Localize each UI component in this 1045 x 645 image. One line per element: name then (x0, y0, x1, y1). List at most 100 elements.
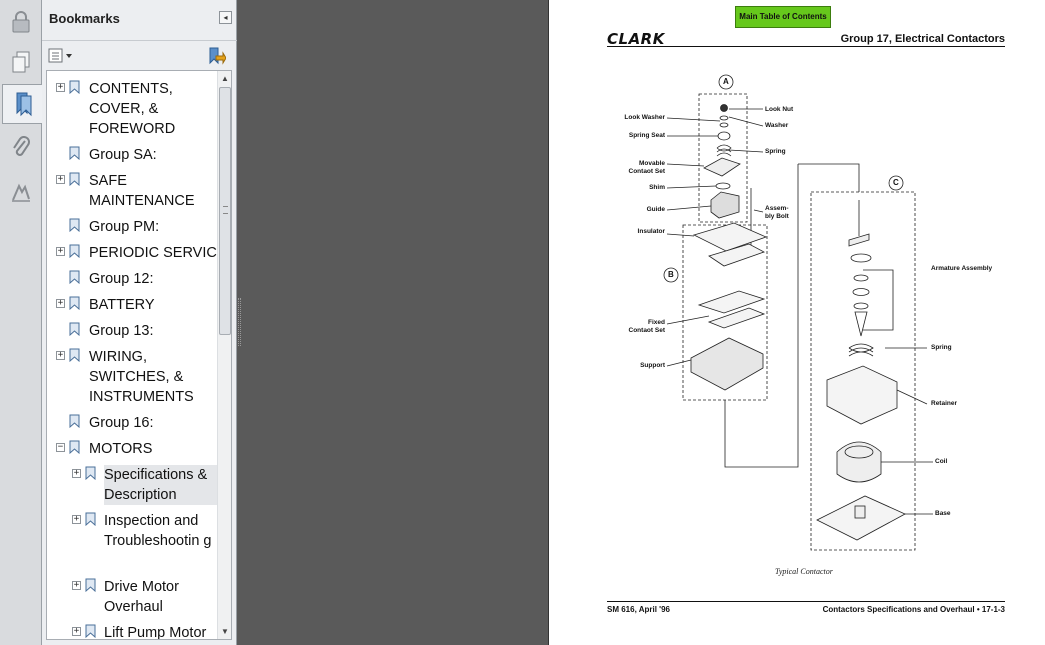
brand-logo: CLARK (607, 30, 665, 48)
bookmarks-icon[interactable] (2, 84, 43, 124)
bookmark-label: Group 13: (89, 323, 154, 339)
group-c-box (810, 191, 916, 551)
bookmark-icon (85, 578, 96, 592)
attachments-icon[interactable] (2, 128, 40, 168)
bookmark-item[interactable]: + Lift Pump Motor (47, 621, 217, 640)
bookmark-item[interactable]: + PERIODIC SERVICE (47, 241, 227, 261)
bookmark-item[interactable]: Group 16: (47, 411, 217, 431)
contactor-diagram (663, 74, 933, 551)
label-retainer: Retainer (931, 400, 958, 407)
bookmark-item[interactable]: Group PM: (47, 215, 217, 235)
panel-title: Bookmarks (49, 11, 120, 26)
callout-c: C (893, 178, 899, 187)
panel-splitter[interactable] (237, 0, 243, 645)
bookmark-item[interactable]: + CONTENTS, COVER, & FOREWORD (47, 77, 217, 137)
bookmark-icon (69, 414, 80, 428)
bookmark-icon (69, 270, 80, 284)
label-base: Base (935, 510, 951, 517)
document-page: Main Table of Contents CLARK Group 17, E… (548, 0, 1045, 645)
scroll-down-icon[interactable]: ▼ (221, 627, 229, 636)
bookmark-label: Group SA: (89, 147, 157, 163)
navigation-rail (0, 0, 43, 645)
callout-b: B (668, 270, 674, 279)
bookmarks-panel: Bookmarks ◂ + CONTENTS, COVER, & FOREWOR… (42, 0, 237, 645)
bookmark-item[interactable]: + SAFE MAINTENANCE (47, 169, 217, 209)
label-guide: Guide (646, 206, 665, 213)
expand-toggle[interactable]: + (72, 468, 81, 478)
expand-toggle[interactable]: + (56, 246, 65, 256)
bookmark-item[interactable]: + WIRING, SWITCHES, & INSTRUMENTS (47, 345, 217, 405)
expand-toggle[interactable]: + (56, 82, 65, 92)
footer-rule (607, 601, 1005, 602)
bookmark-icon (69, 440, 80, 454)
expand-toggle[interactable]: + (56, 174, 65, 184)
label-look-washer: Look Washer (624, 114, 665, 121)
label-assembly-bolt: Assem-bly Bolt (765, 205, 789, 220)
label-coil: Coil (935, 458, 948, 465)
bookmark-icon (69, 244, 80, 258)
bookmark-icon (69, 172, 80, 186)
bookmark-label: SAFE MAINTENANCE (89, 173, 195, 209)
bookmark-item[interactable]: Group SA: (47, 143, 217, 163)
label-spring-a: Spring (765, 148, 786, 155)
bookmark-label: Lift Pump Motor (104, 625, 207, 640)
bookmark-icon (69, 296, 80, 310)
vertical-scrollbar[interactable]: ▲ ▼ (217, 71, 231, 639)
expand-toggle[interactable]: + (72, 626, 81, 636)
scrollbar-thumb[interactable] (219, 87, 231, 335)
bookmark-label: Inspection and Troubleshootin g (104, 513, 212, 549)
group-a-box (698, 93, 748, 223)
expand-toggle[interactable]: + (72, 580, 81, 590)
bookmark-item-selected[interactable]: + Specifications & Description (47, 463, 217, 505)
collapse-panel-button[interactable]: ◂ (219, 11, 232, 24)
expand-toggle[interactable]: + (56, 298, 65, 308)
label-spring-c: Spring (931, 344, 952, 351)
footer-left: SM 616, April '96 (607, 605, 670, 614)
panel-toolbar (42, 40, 237, 70)
label-shim: Shim (649, 184, 665, 191)
bookmark-icon (69, 146, 80, 160)
bookmark-label: Group PM: (89, 219, 160, 235)
bookmark-item[interactable]: + Inspection and Troubleshootin g (47, 509, 217, 569)
bookmark-tree: + CONTENTS, COVER, & FOREWORD Group SA: … (46, 70, 232, 640)
bookmark-icon (85, 466, 96, 480)
bookmark-item[interactable]: Group 13: (47, 319, 217, 339)
bookmark-label: Group 12: (89, 271, 154, 287)
lock-icon[interactable] (2, 2, 40, 42)
callout-a: A (723, 77, 729, 86)
footer-right: Contactors Specifications and Overhaul •… (822, 605, 1005, 614)
bookmark-item[interactable]: − MOTORS (47, 437, 217, 457)
header-rule (607, 46, 1005, 47)
grip-icon (238, 298, 241, 346)
expand-toggle[interactable]: + (72, 514, 81, 524)
bookmark-item[interactable]: + Drive Motor Overhaul (47, 575, 217, 615)
page-heading: Group 17, Electrical Contactors (840, 33, 1005, 45)
label-insulator: Insulator (637, 228, 665, 235)
expand-current-bookmark-icon[interactable] (206, 46, 227, 66)
bookmark-label: Drive Motor Overhaul (104, 579, 179, 615)
signatures-icon[interactable] (2, 172, 40, 212)
label-washer: Washer (765, 122, 789, 129)
bookmark-icon (85, 624, 96, 638)
label-armature-assembly: Armature Assembly (931, 265, 993, 272)
label-look-nut: Look Nut (765, 106, 794, 113)
bookmark-label: Group 16: (89, 415, 154, 431)
bookmark-label: CONTENTS, COVER, & FOREWORD (89, 81, 176, 137)
bookmark-item[interactable]: + BATTERY (47, 293, 217, 313)
scroll-up-icon[interactable]: ▲ (221, 74, 229, 83)
collapse-toggle[interactable]: − (56, 442, 65, 452)
expand-toggle[interactable]: + (56, 350, 65, 360)
bookmark-options-icon[interactable] (48, 48, 74, 64)
panel-header: Bookmarks ◂ (42, 0, 237, 38)
bookmark-icon (69, 218, 80, 232)
bookmark-icon (69, 80, 80, 94)
bookmark-icon (69, 322, 80, 336)
bookmark-icon (69, 348, 80, 362)
bookmark-item[interactable]: Group 12: (47, 267, 217, 287)
main-toc-button[interactable]: Main Table of Contents (735, 6, 831, 28)
pages-icon[interactable] (2, 42, 40, 82)
grip-icon (223, 206, 228, 214)
bookmark-label: PERIODIC SERVICE (89, 245, 227, 261)
figure-caption: Typical Contactor (775, 567, 833, 576)
